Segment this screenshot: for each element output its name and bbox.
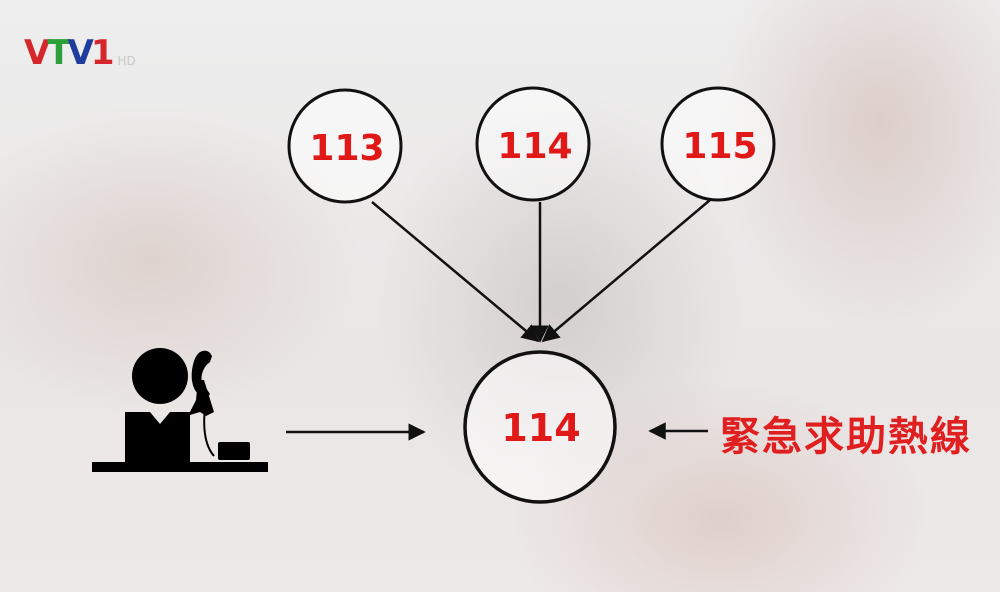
hd-label: HD (117, 54, 136, 68)
logo-letter: 1 (90, 33, 115, 73)
node-113: 113 (287, 88, 403, 204)
node-label: 115 (682, 126, 757, 167)
node-label: 114 (497, 126, 572, 167)
node-115: 115 (660, 86, 776, 202)
node-114-top: 114 (475, 86, 591, 202)
arrow-115-to-114 (541, 199, 711, 343)
node-label: 114 (501, 406, 580, 450)
arrow-113-to-114 (371, 201, 540, 343)
person-on-phone-icon (92, 348, 268, 472)
logo-letter: V (67, 33, 94, 73)
node-114-center: 114 (463, 350, 617, 504)
vtv1-hd-logo: V T V 1 HD (24, 36, 136, 70)
logo-letter: V (24, 33, 50, 73)
logo-letter: T (47, 33, 70, 73)
hotline-label: 緊急求助熱線 (720, 413, 972, 460)
node-label: 113 (309, 128, 384, 169)
